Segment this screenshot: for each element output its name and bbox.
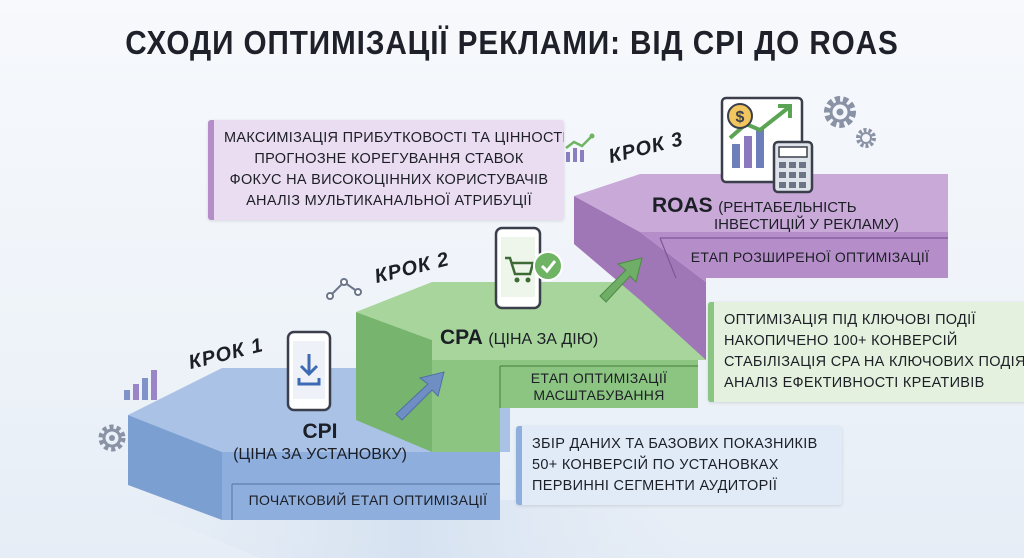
step-2-info-box: ОПТИМІЗАЦІЯ ПІД КЛЮЧОВІ ПОДІЇ НАКОПИЧЕНО… bbox=[708, 302, 1024, 402]
step-3-block bbox=[574, 174, 948, 360]
step-2-info-item: СТАБІЛІЗАЦІЯ CPA НА КЛЮЧОВИХ ПОДІЯХ bbox=[724, 354, 1024, 370]
step-2-name: CPA (ЦІНА ЗА ДІЮ) bbox=[440, 326, 640, 350]
step-3-info-item: МАКСИМІЗАЦІЯ ПРИБУТКОВОСТІ ТА ЦІННОСТІ bbox=[224, 130, 564, 146]
step-1-info-item: ПЕРВИННІ СЕГМЕНТИ АУДИТОРІЇ bbox=[532, 478, 778, 494]
step-1-front bbox=[222, 452, 500, 520]
gear-icon bbox=[856, 128, 876, 148]
page-title: СХОДИ ОПТИМІЗАЦІЇ РЕКЛАМИ: ВІД CPI ДО RO… bbox=[125, 24, 899, 61]
step-3-subtitle-1: (РЕНТАБЕЛЬНІСТЬ bbox=[718, 199, 857, 216]
step-3-name: ROAS (РЕНТАБЕЛЬНІСТЬ ІНВЕСТИЦІЙ У РЕКЛАМ… bbox=[652, 194, 942, 233]
step-1-side bbox=[128, 415, 222, 520]
dollar-icon: $ bbox=[727, 103, 753, 129]
step-3-info-box: МАКСИМІЗАЦІЯ ПРИБУТКОВОСТІ ТА ЦІННОСТІ П… bbox=[208, 120, 564, 220]
step-2-block bbox=[356, 282, 706, 452]
step-3-stage: ЕТАП РОЗШИРЕНОЇ ОПТИМІЗАЦІЇ bbox=[690, 249, 930, 265]
step-2-front bbox=[432, 360, 698, 452]
step-3-front bbox=[640, 232, 948, 282]
arrow-up-right-icon bbox=[395, 371, 445, 421]
phone-cart-icon bbox=[494, 226, 542, 310]
step-3-top bbox=[574, 174, 948, 232]
step-2-subtitle: (ЦІНА ЗА ДІЮ) bbox=[488, 331, 599, 348]
step-3-info-item: ПРОГНОЗНЕ КОРЕГУВАННЯ СТАВОК bbox=[254, 151, 524, 167]
calculator-icon bbox=[772, 140, 814, 194]
step-2-side bbox=[356, 312, 432, 452]
step-2-info-item: АНАЛІЗ ЕФЕКТИВНОСТІ КРЕАТИВІВ bbox=[724, 375, 985, 391]
step-2-info-item: НАКОПИЧЕНО 100+ КОНВЕРСІЙ bbox=[724, 333, 958, 349]
step-1-subtitle: (ЦІНА ЗА УСТАНОВКУ) bbox=[233, 446, 407, 463]
gear-icon bbox=[824, 96, 856, 128]
line-graph-icon bbox=[326, 278, 362, 300]
step-3-info-item: АНАЛІЗ МУЛЬТИКАНАЛЬНОЇ АТРИБУЦІЇ bbox=[246, 193, 532, 209]
line-graph-icon bbox=[565, 133, 595, 162]
step-1-stage: ПОЧАТКОВИЙ ЕТАП ОПТИМІЗАЦІЇ bbox=[248, 492, 488, 508]
step-3-side bbox=[574, 196, 706, 360]
step-2-stage-line2: МАСШТАБУВАННЯ bbox=[533, 387, 665, 403]
step-1-name: CPI (ЦІНА ЗА УСТАНОВКУ) bbox=[220, 420, 420, 464]
check-icon bbox=[533, 251, 563, 281]
step-1-info-item: 50+ КОНВЕРСІЙ ПО УСТАНОВКАХ bbox=[532, 457, 779, 473]
step-3-title: ROAS bbox=[652, 194, 713, 217]
step-1-info-box: ЗБІР ДАНИХ ТА БАЗОВИХ ПОКАЗНИКІВ 50+ КОН… bbox=[516, 426, 842, 505]
step-2-stage-line1: ЕТАП ОПТИМІЗАЦІЇ bbox=[530, 370, 668, 386]
step-2-title: CPA bbox=[440, 326, 483, 349]
step-3-info-item: ФОКУС НА ВИСОКОЦІННИХ КОРИСТУВАЧІВ bbox=[229, 172, 549, 188]
step-1-info-item: ЗБІР ДАНИХ ТА БАЗОВИХ ПОКАЗНИКІВ bbox=[532, 436, 818, 452]
svg-text:$: $ bbox=[736, 109, 745, 126]
step-3-subtitle-2: ІНВЕСТИЦІЙ У РЕКЛАМУ) bbox=[714, 216, 899, 233]
gear-icon bbox=[98, 424, 126, 452]
bar-chart-icon bbox=[124, 370, 157, 400]
arrow-up-right-icon bbox=[599, 257, 643, 303]
step-1-title: CPI bbox=[302, 420, 338, 443]
step-2-stage: ЕТАП ОПТИМІЗАЦІЇ МАСШТАБУВАННЯ bbox=[504, 370, 694, 404]
phone-download-icon bbox=[286, 330, 332, 412]
step-2-info-item: ОПТИМІЗАЦІЯ ПІД КЛЮЧОВІ ПОДІЇ bbox=[724, 312, 976, 328]
